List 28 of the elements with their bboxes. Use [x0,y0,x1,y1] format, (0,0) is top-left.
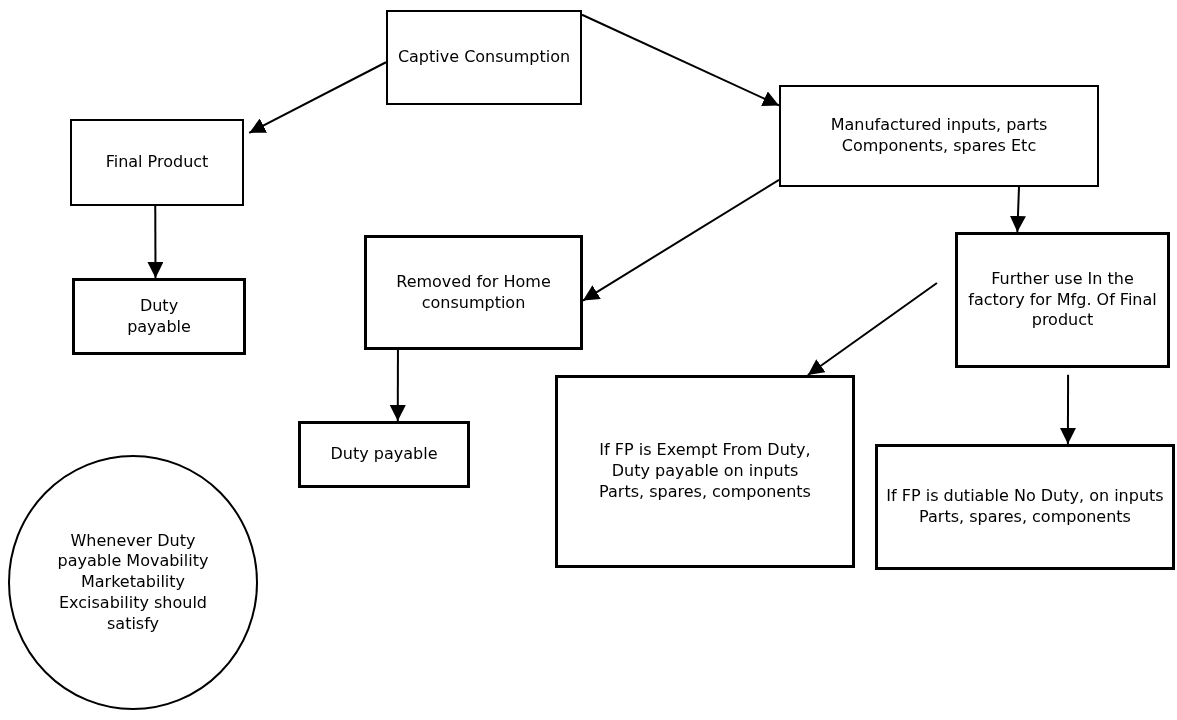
node-text: Manufactured inputs, parts Components, spares Etc [829,115,1049,157]
process-box [779,85,1099,187]
node-text: Captive Consumption [396,47,572,68]
process-box [386,10,582,105]
process-box [70,119,244,206]
node-text: If FP is dutiable No Duty, on inputs Parts, spares, components [885,486,1165,528]
node-text: Whenever Duty payable Movability Marketability Excisability should satisfy [56,530,210,635]
arrow [806,282,938,376]
arrow [1009,186,1026,233]
arrow [147,205,164,279]
node-text: Duty payable [329,444,439,465]
process-box [555,375,855,568]
arrow [248,61,387,134]
ellipse-shape [8,455,258,710]
node-text: Duty payable [126,295,192,338]
arrow [1059,373,1076,445]
node-text: Further use In the factory for Mfg. Of Final product [967,268,1158,332]
process-box [298,421,470,488]
process-box [875,444,1175,570]
node-text: Final Product [104,152,210,173]
process-box [72,278,246,355]
node-text: Removed for Home consumption [395,271,552,314]
process-box [364,235,583,350]
process-box [955,232,1170,368]
arrow [582,178,780,302]
node-text: If FP is Exempt From Duty, Duty payable on inputs Parts, spares, components [598,440,812,503]
arrow [389,349,406,422]
arrow [581,13,780,107]
